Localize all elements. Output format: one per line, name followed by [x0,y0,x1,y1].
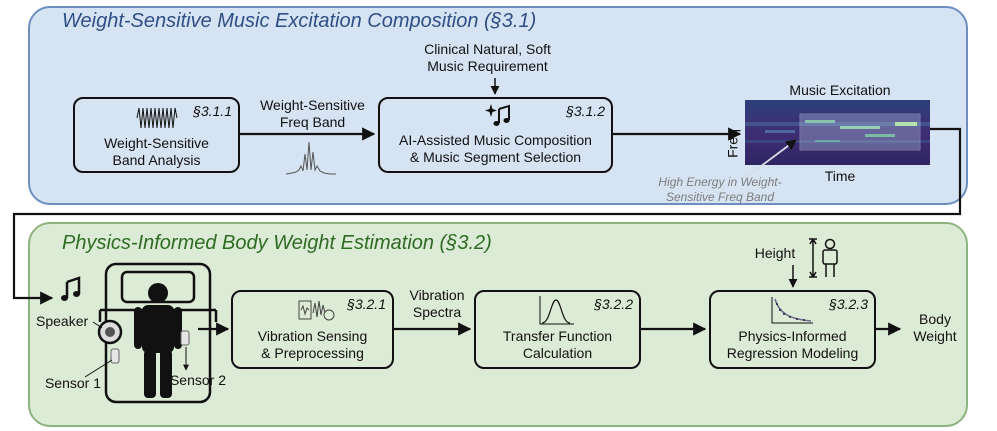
energy-note: High Energy in Weight- Sensitive Freq Ba… [658,175,782,204]
transfer-function-section: §3.2.2 [594,296,633,312]
time-axis-label: Time [824,168,856,184]
excitation-title: Music Excitation [789,82,891,98]
sensor-icon [180,330,190,346]
sensor2-label: Sensor 2 [169,372,227,388]
decay-curve-icon [771,297,813,324]
regression-section: §3.2.3 [829,296,868,312]
band-analysis-label: Weight-Sensitive Band Analysis [104,135,209,168]
sensing-icon [298,300,335,321]
vibration-sensing-label: Vibration Sensing & Preprocessing [257,328,368,361]
speaker-label: Speaker [36,313,89,329]
band-analysis-section: §3.1.1 [193,103,232,119]
requirement-label: Clinical Natural, Soft Music Requirement [424,41,551,74]
person-height-icon [809,238,838,278]
vibration-sensing-section: §3.2.1 [347,296,386,312]
ai-music-icon [485,104,510,126]
freq-axis-label: Freq [724,129,741,158]
sensor1-label: Sensor 1 [44,375,102,391]
waveform-icon [136,107,178,129]
music-excitation-spectrogram [745,100,930,165]
freq-band-label: Weight-Sensitive Freq Band [260,97,365,130]
transfer-function-box: §3.2.2 Transfer Function Calculation [474,290,641,369]
ai-composition-label: AI-Assisted Music Composition & Music Se… [399,132,592,165]
height-label: Height [754,245,796,261]
sensor-icon [110,348,120,364]
ai-composition-box: §3.1.2 AI-Assisted Music Composition & M… [378,97,613,173]
vibration-spectra-label: Vibration Spectra [409,287,465,320]
ai-composition-section: §3.1.2 [566,103,605,119]
estimation-panel-title: Physics-Informed Body Weight Estimation … [62,232,492,254]
speaker-icon [97,319,123,345]
music-note-icon [61,276,81,301]
composition-panel-title: Weight-Sensitive Music Excitation Compos… [62,10,537,32]
bell-curve-icon [539,296,574,325]
vibration-sensing-box: §3.2.1 Vibration Sensing & Preprocessing [231,290,394,369]
regression-label: Physics-Informed Regression Modeling [726,328,859,361]
regression-box: §3.2.3 Physics-Informed Regression Model… [709,290,876,369]
spectrum-icon [286,141,336,175]
band-analysis-box: §3.1.1 Weight-Sensitive Band Analysis [73,97,240,173]
body-weight-label: Body Weight [913,311,957,344]
transfer-function-label: Transfer Function Calculation [502,328,613,361]
